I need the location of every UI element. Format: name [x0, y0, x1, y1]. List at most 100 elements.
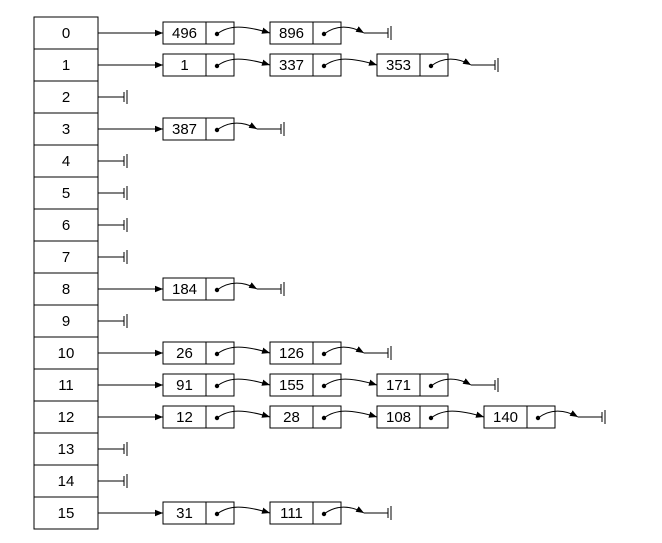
bucket-index-label: 13: [58, 441, 75, 458]
null-terminator-icon: [123, 90, 128, 104]
null-terminator-icon: [123, 442, 128, 456]
next-pointer-arrow: [216, 346, 271, 355]
bucket-index-label: 2: [62, 89, 70, 106]
bucket-cell: 6: [33, 208, 99, 242]
null-terminator-icon: [280, 282, 285, 296]
null-terminator-icon: [123, 474, 128, 488]
list-node: 496: [162, 21, 235, 45]
null-terminator-icon: [123, 314, 128, 328]
bucket-cell: 9: [33, 304, 99, 338]
bucket-cell: 15: [33, 496, 99, 530]
null-pointer-arrow: [323, 26, 365, 35]
bucket-index-label: 14: [58, 473, 75, 490]
bucket-index-label: 11: [58, 377, 74, 394]
list-node: 12: [162, 405, 235, 429]
chain-row: [98, 314, 128, 328]
chain-row: 31 111: [98, 501, 392, 525]
list-node: 171: [376, 373, 449, 397]
node-pointer-cell: [312, 21, 342, 45]
list-node: 896: [269, 21, 342, 45]
node-value: 28: [283, 409, 300, 426]
null-terminator-icon: [123, 154, 128, 168]
null-pointer-arrow: [537, 410, 579, 419]
node-pointer-cell: [205, 117, 235, 141]
next-pointer-arrow: [216, 378, 271, 387]
null-terminator-icon: [387, 26, 392, 40]
chain-row: 91 155 171: [98, 373, 499, 397]
next-pointer-arrow: [216, 410, 271, 419]
null-pointer-arrow: [323, 346, 365, 355]
chain-row: [98, 90, 128, 104]
bucket-index-label: 3: [62, 121, 70, 138]
null-pointer-arrow: [216, 122, 258, 131]
node-value: 111: [280, 505, 303, 522]
node-pointer-cell: [312, 405, 342, 429]
null-pointer-arrow: [216, 282, 258, 291]
list-node: 111: [269, 501, 342, 525]
node-value: 353: [386, 57, 411, 74]
bucket-index-label: 5: [62, 185, 70, 202]
chain-row: [98, 474, 128, 488]
list-node: 31: [162, 501, 235, 525]
bucket-cell: 4: [33, 144, 99, 178]
next-pointer-arrow: [323, 378, 378, 387]
null-terminator-icon: [601, 410, 606, 424]
node-pointer-cell: [312, 373, 342, 397]
list-node: 91: [162, 373, 235, 397]
next-pointer-arrow: [323, 58, 378, 67]
bucket-cell: 11: [33, 368, 99, 402]
bucket-index-label: 4: [62, 153, 70, 170]
list-node: 108: [376, 405, 449, 429]
null-terminator-icon: [387, 506, 392, 520]
node-pointer-cell: [312, 501, 342, 525]
chain-row: [98, 186, 128, 200]
null-pointer-arrow: [430, 378, 472, 387]
list-node: 184: [162, 277, 235, 301]
bucket-cell: 7: [33, 240, 99, 274]
bucket-index-label: 7: [62, 249, 70, 266]
node-value: 91: [176, 377, 193, 394]
node-value: 496: [172, 25, 197, 42]
null-terminator-icon: [387, 346, 392, 360]
list-node: 1: [162, 53, 235, 77]
node-value: 896: [279, 25, 304, 42]
node-pointer-cell: [205, 405, 235, 429]
null-terminator-icon: [123, 250, 128, 264]
null-pointer-arrow: [323, 506, 365, 515]
bucket-index-label: 9: [62, 313, 70, 330]
node-value: 155: [279, 377, 304, 394]
next-pointer-arrow: [430, 410, 485, 419]
bucket-cell: 0: [33, 16, 99, 50]
bucket-index-label: 12: [58, 409, 75, 426]
node-value: 108: [386, 409, 411, 426]
node-pointer-cell: [312, 341, 342, 365]
node-value: 140: [493, 409, 518, 426]
chain-row: 184: [98, 277, 285, 301]
chain-row: 12 28 108 140: [98, 405, 606, 429]
node-value: 171: [386, 377, 411, 394]
bucket-cell: 8: [33, 272, 99, 306]
bucket-index-label: 15: [58, 505, 75, 522]
null-terminator-icon: [280, 122, 285, 136]
node-pointer-cell: [205, 277, 235, 301]
chain-row: [98, 250, 128, 264]
null-pointer-arrow: [430, 58, 472, 67]
null-terminator-icon: [494, 378, 499, 392]
node-pointer-cell: [419, 373, 449, 397]
bucket-cell: 10: [33, 336, 99, 370]
bucket-index-label: 0: [62, 25, 70, 42]
node-value: 12: [176, 409, 193, 426]
bucket-cell: 2: [33, 80, 99, 114]
chain-row: [98, 218, 128, 232]
list-node: 28: [269, 405, 342, 429]
bucket-index-label: 8: [62, 281, 70, 298]
list-node: 140: [483, 405, 556, 429]
node-pointer-cell: [526, 405, 556, 429]
node-value: 26: [176, 345, 193, 362]
node-pointer-cell: [419, 405, 449, 429]
